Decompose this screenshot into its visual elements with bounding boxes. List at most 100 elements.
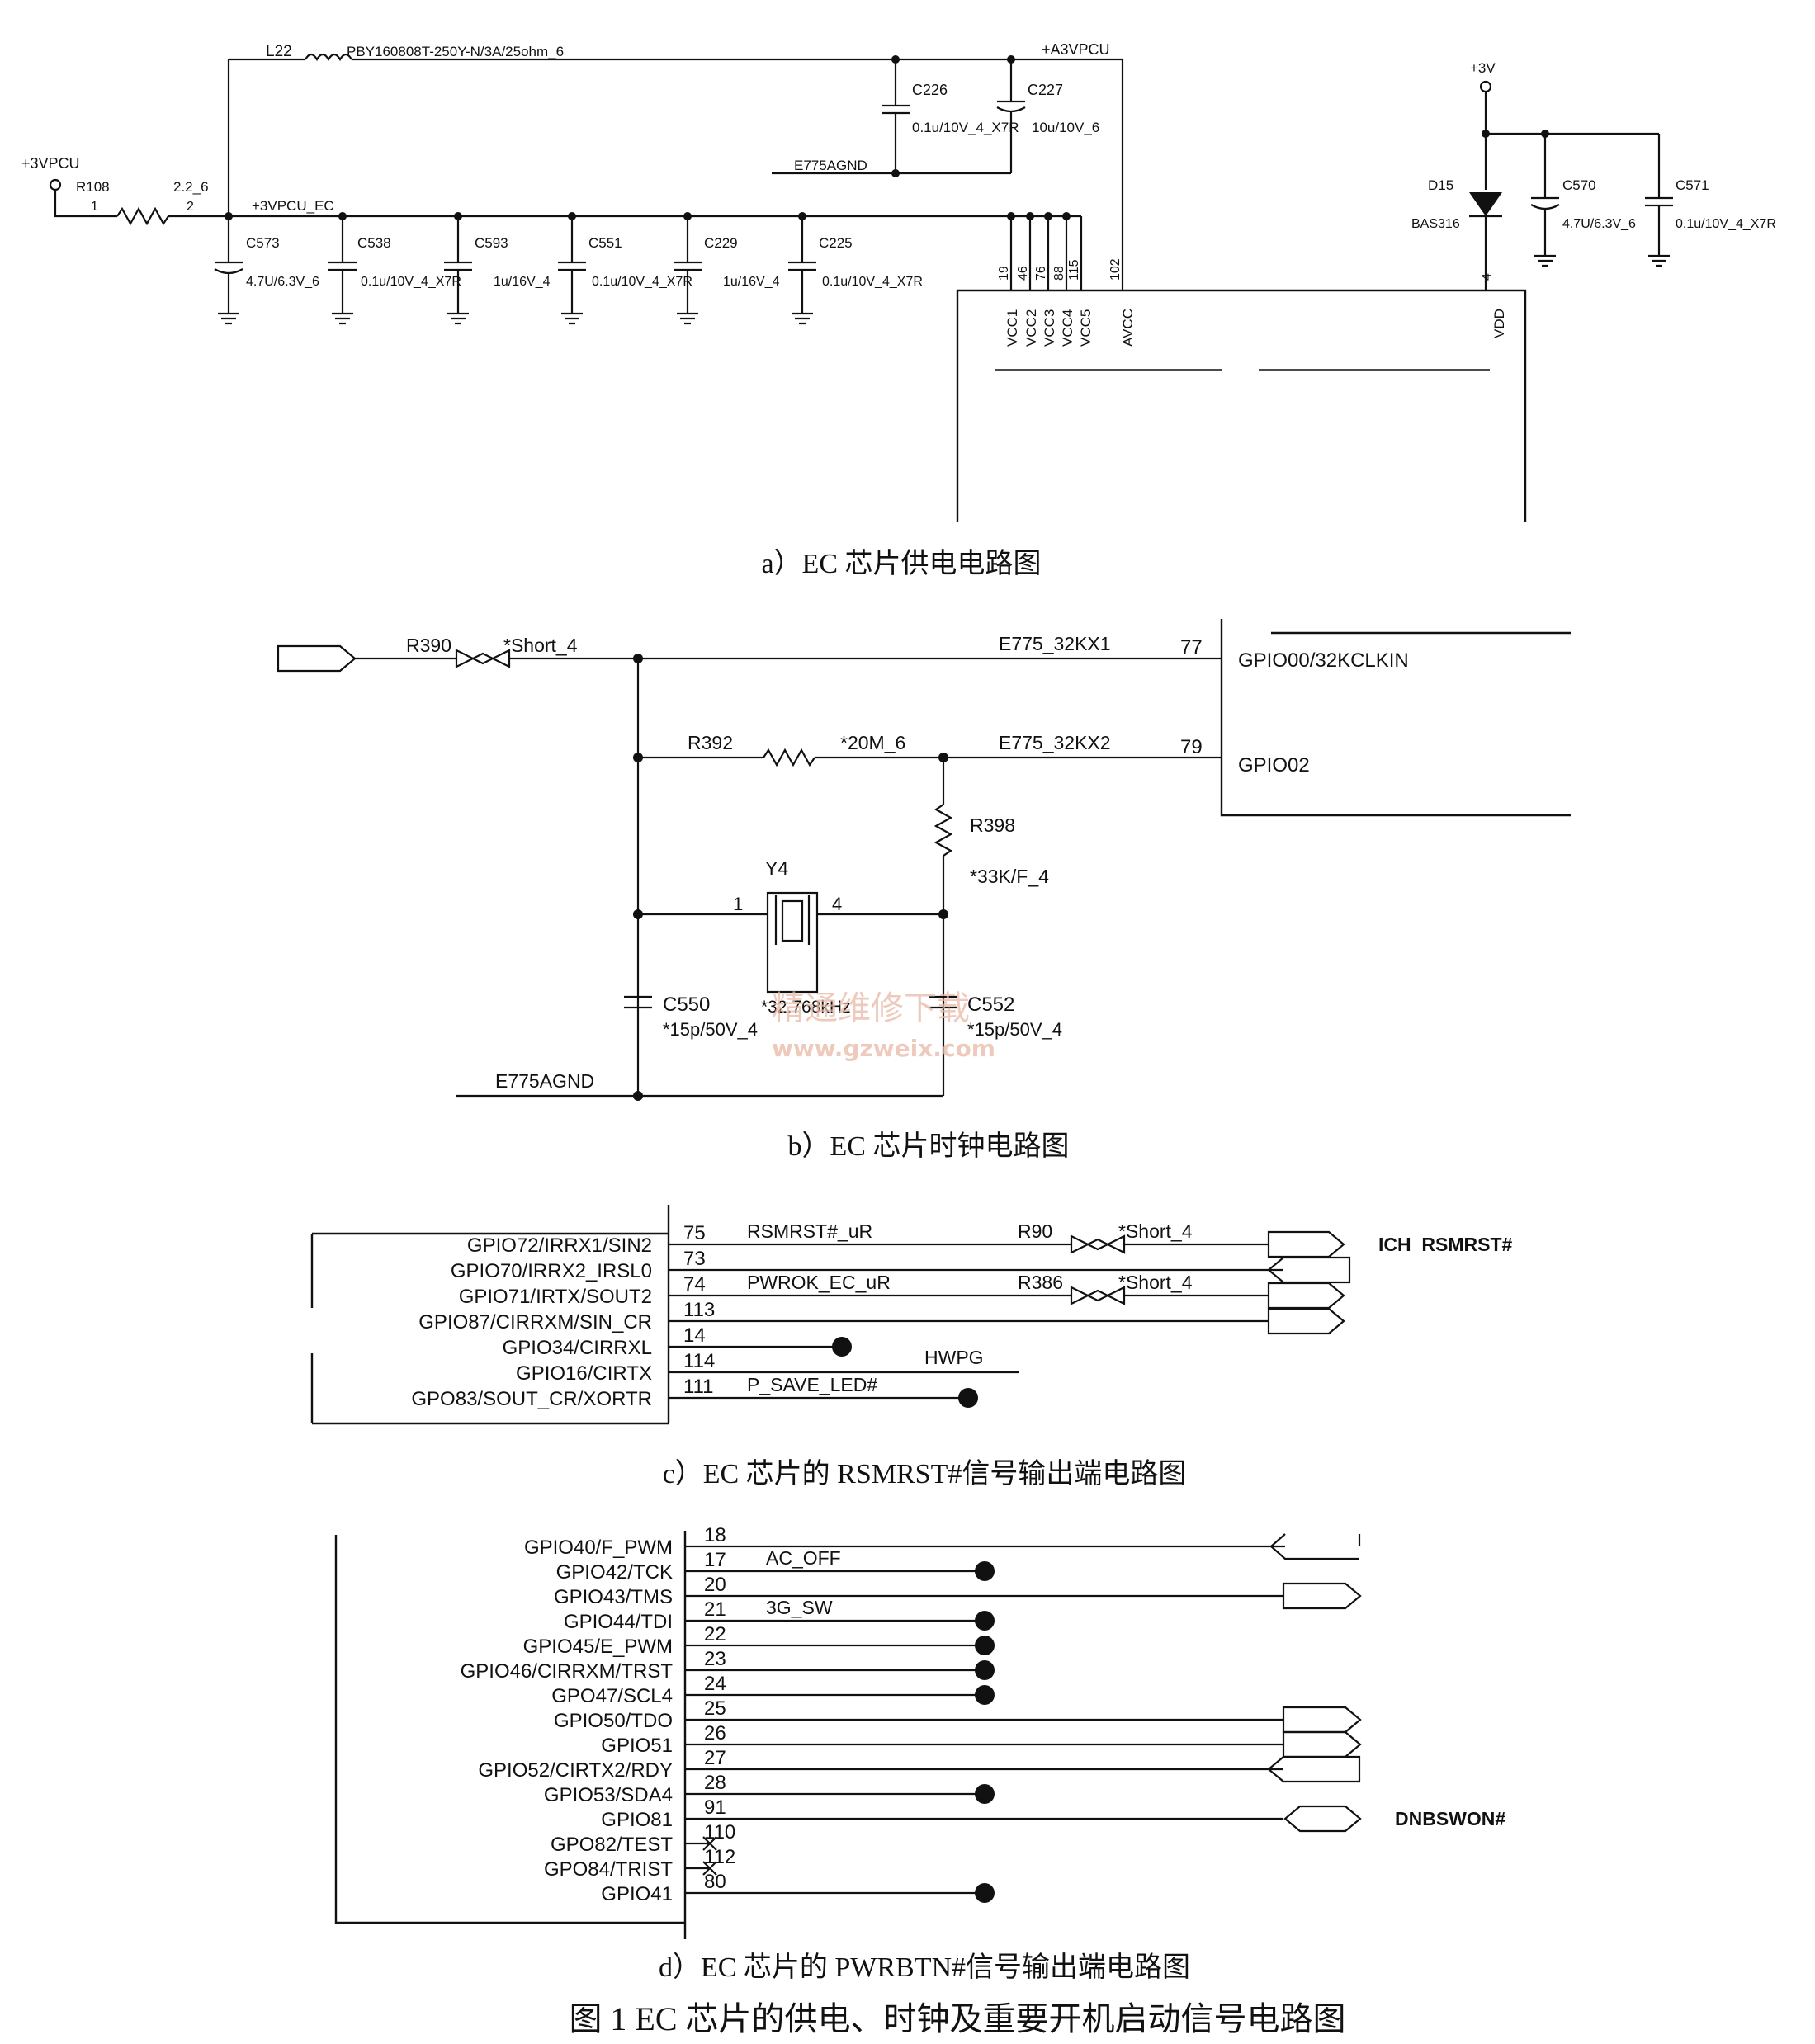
svg-text:GPIO81: GPIO81 [601,1809,673,1831]
r108-pin2: 2 [187,200,194,214]
svg-text:C538: C538 [357,235,391,251]
net-32kx2: E775_32KX2 [999,732,1111,753]
svg-text:C225: C225 [819,235,853,251]
panel-c-rsmrst-circuit: GPIO72/IRRX1/SIN2 GPIO70/IRRX2_IRSL0 GPI… [310,1205,1513,1489]
c227-ref: C227 [1028,82,1063,98]
cap-c570: C570 4.7U/6.3V_6 [1530,134,1636,267]
svg-text:GPIO52/CIRTX2/RDY: GPIO52/CIRTX2/RDY [478,1759,673,1782]
svg-text:14: 14 [683,1324,706,1347]
svg-text:73: 73 [683,1248,706,1270]
r398-ref: R398 [970,814,1015,836]
r90-ref: R90 [1018,1220,1052,1242]
panel-d-caption: d）EC 芯片的 PWRBTN#信号输出端电路图 [659,1952,1190,1983]
vpcu-net-label: +3VPCU [21,155,80,172]
svg-text:C573: C573 [246,235,280,251]
diode-d15-symbol [1469,192,1502,216]
r386-value: *Short_4 [1118,1272,1193,1293]
svg-text:0.1u/10V_4_X7R: 0.1u/10V_4_X7R [822,275,923,289]
svg-text:19: 19 [997,266,1011,281]
cap-c551: C551 0.1u/10V_4_X7R [558,212,692,325]
svg-text:GPIO72/IRRX1/SIN2: GPIO72/IRRX1/SIN2 [467,1234,652,1257]
svg-text:GPIO87/CIRRXM/SIN_CR: GPIO87/CIRRXM/SIN_CR [418,1311,652,1334]
vpcu-ec-net-label: +3VPCU_EC [252,198,334,214]
net-hwpg: HWPG [924,1347,984,1368]
svg-text:28: 28 [704,1772,726,1794]
cap-c571: C571 0.1u/10V_4_X7R [1645,134,1776,267]
panel-a-caption: a）EC 芯片供电电路图 [761,548,1041,579]
c226-value: 0.1u/10V_4_X7R [912,120,1019,135]
svg-text:112: 112 [704,1846,735,1868]
svg-text:24: 24 [704,1673,726,1695]
ec-chip-outline-d [334,1531,687,1939]
vpcu-terminal [49,178,62,191]
ec-chip-outline-b [1220,619,1571,817]
svg-text:C229: C229 [704,235,738,251]
svg-text:VCC1: VCC1 [1004,309,1020,347]
svg-text:102: 102 [1108,258,1123,281]
cap-c593: C593 1u/16V_4 [444,212,551,325]
svg-text:*15p/50V_4: *15p/50V_4 [663,1019,758,1040]
svg-text:GPO47/SCL4: GPO47/SCL4 [551,1685,673,1707]
ec-chip-outline-a [956,289,1527,522]
svg-text:22: 22 [704,1623,726,1645]
offpage-rsmrst-port [1267,1230,1345,1258]
svg-text:1: 1 [733,894,743,914]
svg-text:0.1u/10V_4_X7R: 0.1u/10V_4_X7R [1676,217,1776,231]
v3-net-label: +3V [1470,60,1496,76]
chip-pin-names: VCC1 VCC2 VCC3 VCC4 VCC5 AVCC VDD [1004,309,1507,347]
svg-text:C593: C593 [475,235,508,251]
svg-text:GPIO70/IRRX2_IRSL0: GPIO70/IRRX2_IRSL0 [451,1260,652,1282]
svg-text:GPIO41: GPIO41 [601,1883,673,1905]
svg-text:VCC5: VCC5 [1078,309,1094,347]
svg-text:18: 18 [704,1524,726,1546]
v3-terminal [1479,80,1492,93]
svg-text:AVCC: AVCC [1120,309,1136,347]
svg-text:4: 4 [832,894,842,914]
net-3gsw: 3G_SW [766,1597,833,1618]
svg-text:17: 17 [704,1549,726,1571]
svg-text:GPIO50/TDO: GPIO50/TDO [554,1710,673,1732]
svg-text:74: 74 [683,1273,706,1296]
svg-text:75: 75 [683,1222,706,1244]
cap-c550: C550 *15p/50V_4 [624,994,758,1040]
d15-value: BAS316 [1411,217,1460,231]
svg-text:GPIO45/E_PWM: GPIO45/E_PWM [523,1636,673,1658]
panel-c-pin-names: GPIO72/IRRX1/SIN2 GPIO70/IRRX2_IRSL0 GPI… [411,1234,652,1410]
svg-text:76: 76 [1034,266,1048,281]
l22-ref: L22 [266,43,292,60]
watermark-url: www.gzweix.com [772,1035,995,1062]
r386-short-symbol [1070,1286,1126,1305]
r108-pin1: 1 [91,200,98,214]
svg-text:115: 115 [1067,259,1081,281]
c227-value: 10u/10V_6 [1032,120,1099,135]
svg-text:111: 111 [683,1376,713,1398]
r398-symbol [933,804,953,857]
svg-text:4.7U/6.3V_6: 4.7U/6.3V_6 [246,275,319,289]
svg-text:C552: C552 [967,994,1014,1016]
cap-c552: C552 *15p/50V_4 [929,994,1062,1040]
svg-text:VCC3: VCC3 [1042,309,1057,347]
cap-row: C573 4.7U/6.3V_6 C538 0.1u/10V_4_X7R C59… [214,212,923,325]
svg-text:GPIO46/CIRRXM/TRST: GPIO46/CIRRXM/TRST [461,1660,674,1683]
svg-text:GPO82/TEST: GPO82/TEST [551,1834,673,1856]
offpage-dnbswon: DNBSWON# [1395,1808,1505,1829]
c226-ref: C226 [912,82,948,98]
svg-text:GPIO40/F_PWM: GPIO40/F_PWM [524,1537,673,1559]
svg-text:VCC2: VCC2 [1023,309,1039,347]
pin-79: 79 [1180,736,1203,758]
svg-text:27: 27 [704,1747,726,1769]
svg-text:21: 21 [704,1598,726,1621]
svg-text:1u/16V_4: 1u/16V_4 [494,275,551,289]
panel-d-pwrbtn-circuit: GPIO40/F_PWM GPIO42/TCK GPIO43/TMS GPIO4… [334,1524,1505,1983]
panel-d-pin-names: GPIO40/F_PWM GPIO42/TCK GPIO43/TMS GPIO4… [461,1537,674,1905]
r398-value: *33K/F_4 [970,866,1049,887]
svg-text:*15p/50V_4: *15p/50V_4 [967,1019,1062,1040]
pin-77: 77 [1180,636,1203,659]
l22-value: PBY160808T-250Y-N/3A/25ohm_6 [347,44,564,59]
r108-ref: R108 [76,179,110,195]
e775agnd-net-label: E775AGND [794,158,867,173]
panel-c-pin-numbers: 75 73 74 113 14 114 111 [683,1222,715,1398]
svg-text:Y4: Y4 [765,857,788,879]
